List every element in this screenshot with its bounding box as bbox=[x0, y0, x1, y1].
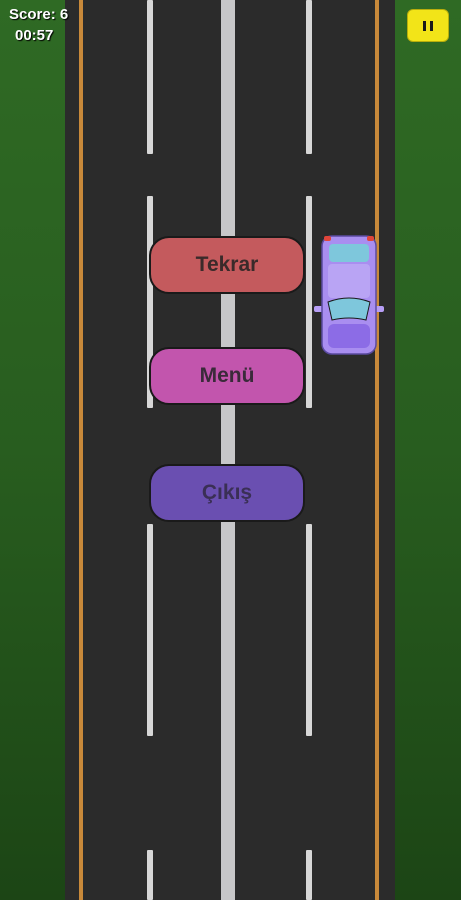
score-label: Score: 6 bbox=[9, 6, 69, 23]
grass-left bbox=[0, 0, 65, 900]
menu-button[interactable]: Menü bbox=[149, 347, 305, 405]
road-center-line bbox=[221, 0, 235, 900]
player-car bbox=[314, 235, 384, 355]
timer-label: 00:57 bbox=[15, 27, 54, 44]
grass-right bbox=[395, 0, 461, 900]
lane-dash bbox=[147, 0, 153, 154]
lane-dash bbox=[306, 0, 312, 154]
lane-dash bbox=[306, 196, 312, 408]
lane-dash bbox=[306, 850, 312, 900]
lane-dash bbox=[147, 524, 153, 736]
lane-dash bbox=[147, 196, 153, 408]
lane-dash bbox=[147, 850, 153, 900]
road-edge-line-right bbox=[375, 0, 379, 900]
pause-icon bbox=[421, 20, 435, 31]
road-edge-line-left bbox=[79, 0, 83, 900]
exit-button[interactable]: Çıkış bbox=[149, 464, 305, 522]
lane-dash bbox=[306, 524, 312, 736]
pause-button[interactable] bbox=[407, 9, 449, 42]
retry-button[interactable]: Tekrar bbox=[149, 236, 305, 294]
